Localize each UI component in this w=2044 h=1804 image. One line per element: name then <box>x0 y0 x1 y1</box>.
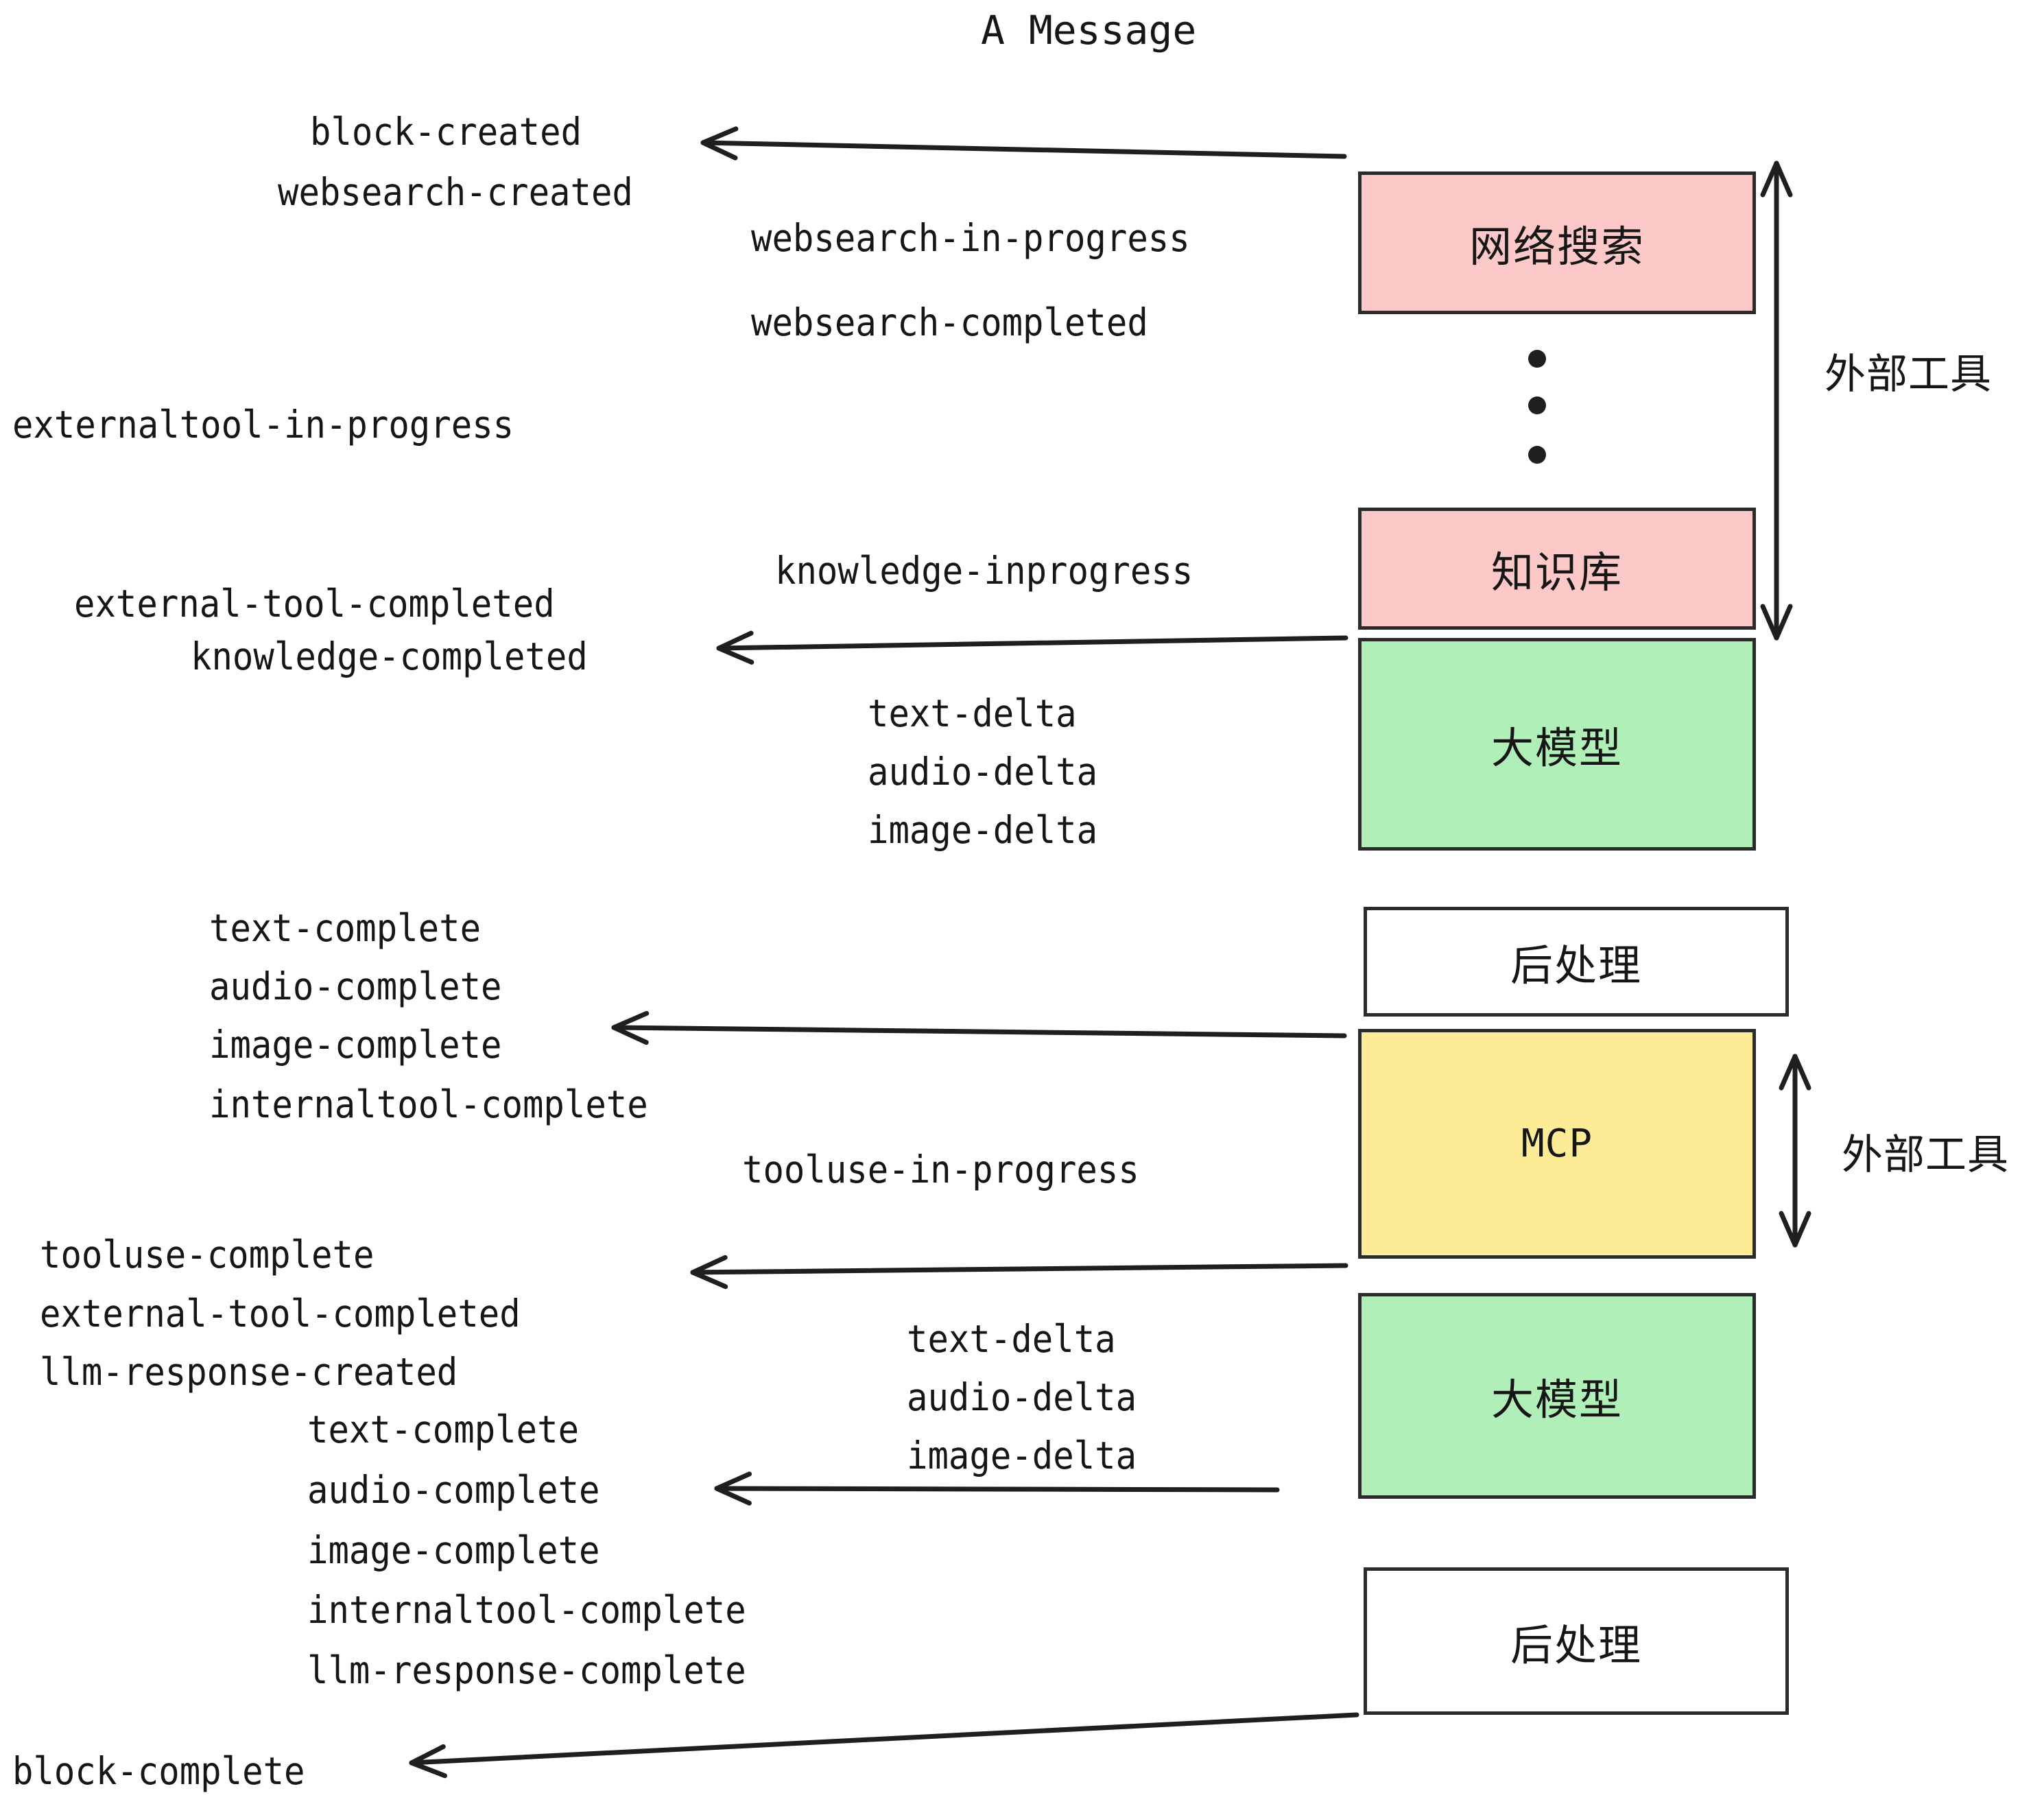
event-label-tooluse-in-progress: tooluse-in-progress <box>742 1148 1139 1191</box>
box-label: 网络搜索 <box>1469 222 1645 272</box>
box-llm-2: 大模型 <box>1358 1293 1756 1499</box>
event-label-text-complete-1: text-complete <box>209 906 482 950</box>
event-label-text-delta-1: text-delta <box>868 691 1077 735</box>
box-label: 后处理 <box>1510 940 1642 990</box>
ellipsis-dot <box>1528 396 1546 414</box>
external-tool-range-bottom <box>1779 1054 1811 1248</box>
event-label-block-created: block-created <box>310 110 582 154</box>
event-label-websearch-in-progress: websearch-in-progress <box>751 216 1190 260</box>
event-label-llm-response-complete: llm-response-complete <box>307 1648 746 1692</box>
event-label-externaltool-in-progress: externaltool-in-progress <box>12 403 514 447</box>
event-label-audio-complete-1: audio-complete <box>209 964 502 1008</box>
event-label-internaltool-complete-1: internaltool-complete <box>209 1082 648 1126</box>
ellipsis-dot <box>1528 350 1546 368</box>
box-postprocess-1: 后处理 <box>1364 907 1789 1017</box>
box-label: MCP <box>1521 1121 1593 1166</box>
arrow-block-created <box>700 126 1347 161</box>
event-label-audio-complete-2: audio-complete <box>307 1468 600 1512</box>
event-label-text-delta-2: text-delta <box>907 1317 1116 1361</box>
page-title: A Message <box>981 7 1197 54</box>
event-label-image-complete-2: image-complete <box>307 1528 600 1572</box>
box-label: 知识库 <box>1490 547 1623 597</box>
arrow-block-complete <box>409 1712 1359 1779</box>
event-label-websearch-created: websearch-created <box>278 170 633 214</box>
event-label-image-complete-1: image-complete <box>209 1023 502 1067</box>
box-label: 大模型 <box>1490 723 1623 773</box>
event-label-tooluse-complete: tooluse-complete <box>40 1233 375 1277</box>
side-label-external-tool-top: 外部工具 <box>1825 351 1992 399</box>
box-mcp: MCP <box>1358 1029 1756 1259</box>
box-label: 大模型 <box>1490 1375 1623 1425</box>
event-label-audio-delta-1: audio-delta <box>868 750 1098 794</box>
event-label-block-complete: block-complete <box>12 1749 305 1793</box>
box-knowledge: 知识库 <box>1358 508 1756 630</box>
arrow-knowledge-completed <box>716 630 1348 665</box>
event-label-text-complete-2: text-complete <box>307 1408 580 1451</box>
event-label-knowledge-inprogress: knowledge-inprogress <box>775 549 1193 593</box>
arrow-audio-complete <box>714 1471 1280 1506</box>
box-llm-1: 大模型 <box>1358 638 1756 851</box>
box-postprocess-2: 后处理 <box>1364 1567 1789 1715</box>
event-label-external-tool-completed-1: external-tool-completed <box>74 582 555 626</box>
event-label-internaltool-complete-2: internaltool-complete <box>307 1588 746 1632</box>
box-label: 后处理 <box>1510 1619 1642 1670</box>
event-label-llm-response-created: llm-response-created <box>40 1350 458 1394</box>
ellipsis-dot <box>1528 446 1546 464</box>
event-label-websearch-completed: websearch-completed <box>751 300 1148 344</box>
arrow-tooluse-complete <box>690 1255 1348 1290</box>
external-tool-range-top <box>1760 161 1793 641</box>
arrow-image-complete <box>611 1010 1347 1045</box>
event-label-knowledge-completed: knowledge-completed <box>191 634 588 678</box>
box-websearch: 网络搜索 <box>1358 171 1756 314</box>
event-label-image-delta-1: image-delta <box>868 808 1098 852</box>
side-label-external-tool-bottom: 外部工具 <box>1842 1131 2009 1179</box>
event-label-audio-delta-2: audio-delta <box>907 1375 1137 1419</box>
event-label-image-delta-2: image-delta <box>907 1434 1137 1477</box>
event-label-external-tool-completed-2: external-tool-completed <box>40 1292 521 1336</box>
